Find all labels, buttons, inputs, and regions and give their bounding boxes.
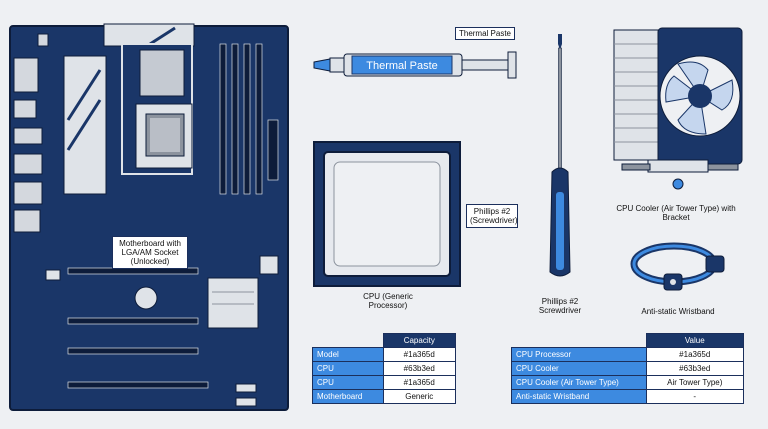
cpu-cooler-illustration <box>613 27 743 190</box>
table-cell-value: #63b3ed <box>645 361 744 376</box>
table-header-row: Capacity <box>312 333 456 348</box>
table-cell-value: #1a365d <box>645 347 744 362</box>
table-cell-key: CPU <box>312 361 384 376</box>
table-row: CPU Cooler (Air Tower Type)Air Tower Typ… <box>511 375 744 390</box>
table-header-row: Value <box>511 333 744 348</box>
table-cell-key: CPU Cooler (Air Tower Type) <box>511 375 647 390</box>
thermal-paste-label: Thermal Paste <box>455 27 515 40</box>
thermal-paste-tube-text: Thermal Paste <box>366 60 438 72</box>
table-row: CPU#1a365d <box>312 375 456 390</box>
table-cell-key: CPU Cooler <box>511 361 647 376</box>
cpu-cooler-label: CPU Cooler (Air Tower Type) with Bracket <box>616 204 736 222</box>
table-cell-value: #1a365d <box>382 347 456 362</box>
specs-table-2: Value CPU Processor#1a365d CPU Cooler#63… <box>511 333 744 404</box>
table-cell-key: CPU <box>312 375 384 390</box>
table-cell-value: Air Tower Type) <box>645 375 744 390</box>
anti-static-wristband-illustration <box>630 242 725 291</box>
specs-table-1: Capacity Model#1a365d CPU#63b3ed CPU#1a3… <box>312 333 456 404</box>
table-cell-key: Anti-static Wristband <box>511 389 647 404</box>
table-cell-key: CPU Processor <box>511 347 647 362</box>
table-header-cell: Value <box>645 333 744 348</box>
motherboard-label: Motherboard with LGA/AM Socket (Unlocked… <box>112 236 188 269</box>
table-header-cell: Capacity <box>382 333 456 348</box>
motherboard-illustration <box>9 23 289 411</box>
thermal-paste-tube <box>313 51 517 79</box>
table-cell-key: Model <box>312 347 384 362</box>
table-row: CPU#63b3ed <box>312 361 456 376</box>
cpu-illustration <box>313 141 461 287</box>
screwdriver-box-label: Phillips #2 (Screwdriver) <box>466 204 518 228</box>
table-cell-key: Motherboard <box>312 389 384 404</box>
wristband-label: Anti-static Wristband <box>641 307 715 316</box>
screwdriver-illustration <box>549 34 571 277</box>
table-cell-value: - <box>645 389 744 404</box>
table-row: CPU Processor#1a365d <box>511 347 744 362</box>
table-header-cell <box>511 333 646 348</box>
cpu-label: CPU (Generic Processor) <box>363 292 413 310</box>
table-row: Anti-static Wristband- <box>511 389 744 404</box>
table-header-cell <box>312 333 383 348</box>
table-cell-value: Generic <box>382 389 456 404</box>
table-cell-value: #63b3ed <box>382 361 456 376</box>
table-cell-value: #1a365d <box>382 375 456 390</box>
table-row: CPU Cooler#63b3ed <box>511 361 744 376</box>
screwdriver-label: Phillips #2 Screwdriver <box>538 297 582 315</box>
table-row: Model#1a365d <box>312 347 456 362</box>
